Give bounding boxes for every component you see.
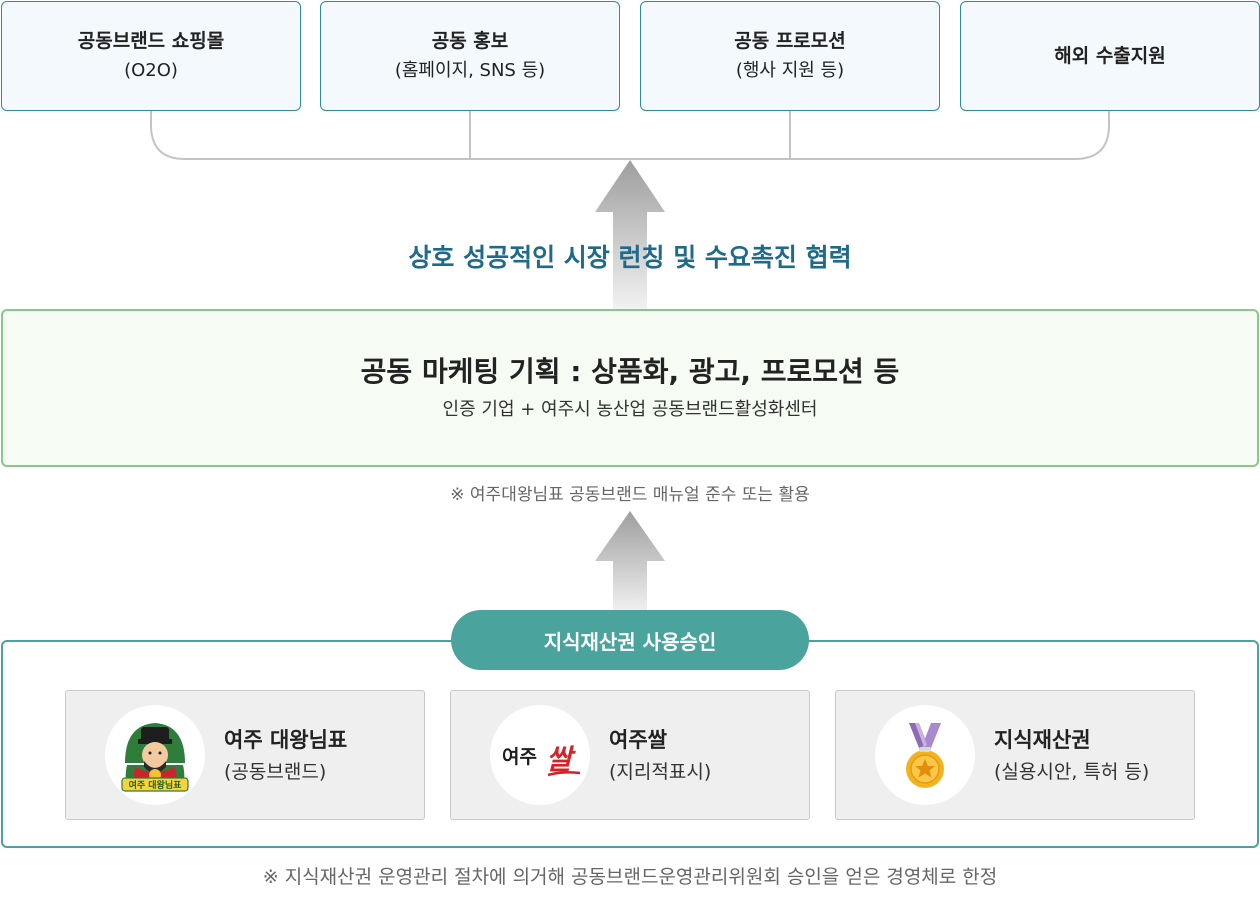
top-box-subtitle: (홈페이지, SNS 등) — [394, 60, 546, 81]
ip-card-text: 여주쌀 (지리적표시) — [609, 724, 711, 788]
joint-marketing-box: 공동 마케팅 기획 : 상품화, 광고, 프로모션 등 인증 기업 + 여주시 … — [1, 309, 1259, 467]
ip-card-logo: 여주 쌀 — [490, 705, 590, 805]
up-arrow-icon — [595, 160, 665, 310]
mutual-cooperation-text: 상호 성공적인 시장 런칭 및 수요촉진 협력 — [408, 243, 852, 272]
ip-card-rice: 여주 쌀 여주쌀 (지리적표시) — [450, 690, 810, 820]
yeoju-rice-logo-icon: 여주 쌀 — [502, 743, 581, 777]
king-logo-text: 여주 대왕님표 — [129, 779, 183, 791]
top-box-title: 공동브랜드 쇼핑몰 — [77, 30, 225, 52]
ip-card-text: 지식재산권 (실용시안, 특허 등) — [994, 724, 1149, 788]
top-box-joint-promotion: 공동 프로모션 (행사 지원 등) — [640, 1, 940, 111]
ip-card-brand: 여주 대왕님표 여주 대왕님표 (공동브랜드) — [65, 690, 425, 820]
top-box-subtitle: (O2O) — [124, 60, 178, 81]
ip-card-text: 여주 대왕님표 (공동브랜드) — [224, 724, 347, 788]
manual-note: ※ 여주대왕님표 공동브랜드 매뉴얼 준수 또는 활용 — [450, 485, 810, 505]
medal-icon — [906, 723, 944, 788]
ip-card-logo — [875, 705, 975, 805]
king-logo-icon: 여주 대왕님표 — [121, 723, 189, 792]
ip-card-title: 지식재산권 — [994, 728, 1091, 752]
ip-card-ip-rights: 지식재산권 (실용시안, 특허 등) — [835, 690, 1195, 820]
rice-logo-text-a: 여주 — [502, 746, 537, 768]
approval-note: ※ 지식재산권 운영관리 절차에 의거해 공동브랜드운영관리위원회 승인을 얻은… — [262, 866, 998, 888]
top-box-export-support: 해외 수출지원 — [960, 1, 1260, 111]
ip-card-title: 여주 대왕님표 — [224, 728, 348, 752]
ip-card-subtitle: (실용시안, 특허 등) — [994, 761, 1150, 783]
top-box-title: 해외 수출지원 — [1054, 45, 1166, 67]
ip-card-title: 여주쌀 — [609, 728, 667, 752]
ip-card-subtitle: (공동브랜드) — [224, 761, 327, 783]
top-box-title: 공동 홍보 — [431, 30, 509, 52]
top-box-title: 공동 프로모션 — [734, 30, 846, 52]
ip-card-subtitle: (지리적표시) — [609, 761, 712, 783]
top-box-promotion-pr: 공동 홍보 (홈페이지, SNS 등) — [320, 1, 620, 111]
ip-card-logo: 여주 대왕님표 — [105, 705, 205, 805]
ip-approval-header: 지식재산권 사용승인 — [451, 610, 809, 670]
top-connector-lines — [150, 111, 1110, 160]
joint-marketing-title: 공동 마케팅 기획 : 상품화, 광고, 프로모션 등 — [360, 355, 900, 388]
top-box-subtitle: (행사 지원 등) — [735, 60, 845, 81]
joint-marketing-subtitle: 인증 기업 + 여주시 농산업 공동브랜드활성화센터 — [442, 399, 818, 420]
up-arrow-icon — [595, 511, 665, 613]
top-box-shopping-mall: 공동브랜드 쇼핑몰 (O2O) — [1, 1, 301, 111]
rice-logo-text-b: 쌀 — [546, 743, 576, 776]
